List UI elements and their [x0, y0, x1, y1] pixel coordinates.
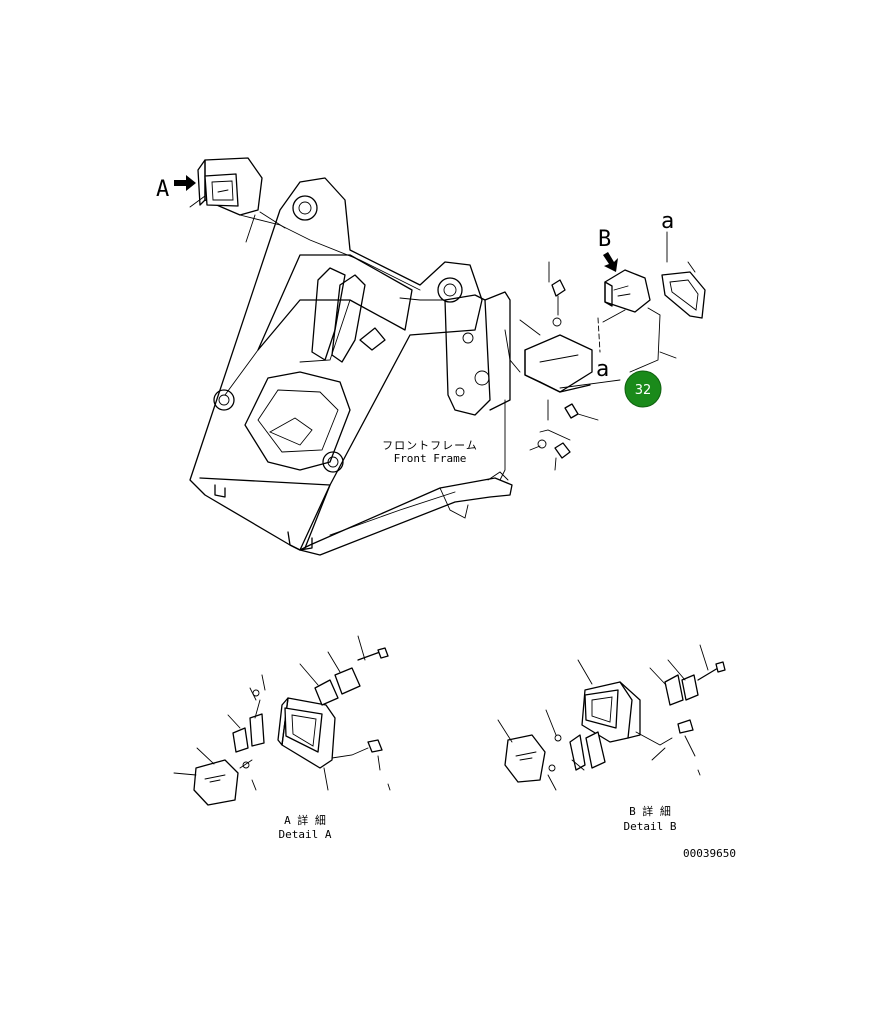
callout-32-number[interactable]: 32	[635, 383, 652, 398]
drawing-number: 00039650	[683, 847, 736, 860]
callout-32[interactable]: 32	[624, 370, 662, 408]
view-b-marker: B	[598, 227, 611, 252]
front-frame-label-en: Front Frame	[394, 452, 467, 465]
view-a-marker: A	[156, 177, 169, 202]
callout-32-marker[interactable]	[624, 370, 662, 408]
front-frame	[189, 177, 521, 556]
section-a-label-top: a	[661, 209, 674, 234]
detail-b-label-jp: B 詳 細	[629, 804, 671, 818]
detail-b-exploded-view: B 詳 細 Detail B	[497, 644, 726, 833]
section-a-label-mid: a	[596, 357, 609, 382]
detail-a-label-en: Detail A	[279, 828, 332, 841]
detail-b-label-en: Detail B	[624, 820, 677, 833]
detail-a-label-jp: A 詳 細	[284, 813, 326, 827]
work-lamp-b-assembly: B a a	[519, 209, 706, 471]
detail-a-exploded-view: A 詳 細 Detail A	[173, 635, 391, 841]
view-a-arrow: A	[156, 175, 196, 202]
work-lamp-a	[189, 157, 286, 243]
front-frame-label-jp: フロントフレーム	[382, 439, 478, 452]
